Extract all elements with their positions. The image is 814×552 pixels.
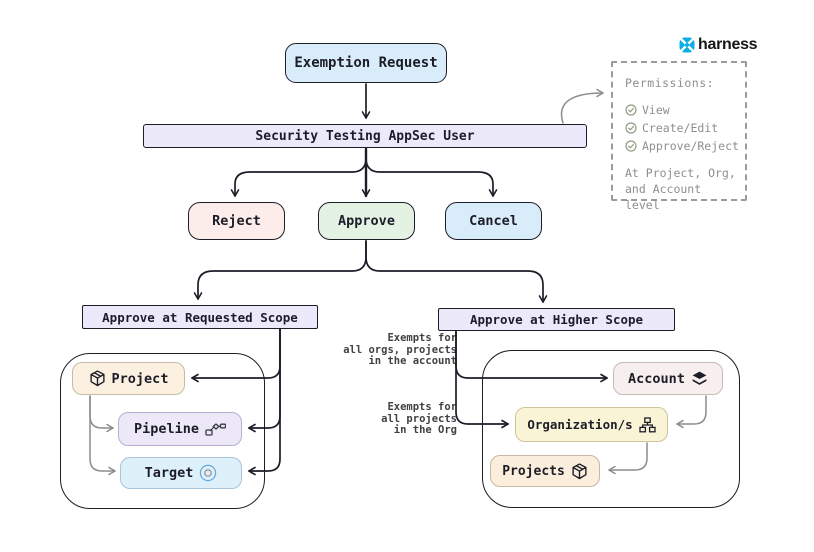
node-label: Exemption Request <box>294 55 438 71</box>
permission-item-view: View <box>625 101 741 119</box>
target-icon <box>199 464 217 482</box>
check-circle-icon <box>625 140 637 152</box>
node-target: Target <box>120 457 242 489</box>
node-label: Approve at Higher Scope <box>469 312 644 327</box>
permission-item-create-edit: Create/Edit <box>625 119 741 137</box>
node-exemption-request: Exemption Request <box>285 43 447 83</box>
node-label: Projects <box>502 463 565 479</box>
check-circle-icon <box>625 122 637 134</box>
harness-logo: harness <box>679 36 758 54</box>
node-reject: Reject <box>188 202 285 240</box>
harness-logo-icon <box>679 37 695 53</box>
cube-icon <box>571 462 588 480</box>
node-label: Organization/s <box>527 417 633 432</box>
node-label: Approve at Requested Scope <box>102 309 298 325</box>
org-hierarchy-icon <box>639 416 656 433</box>
node-appsec-user: Security Testing AppSec User <box>143 124 587 148</box>
node-approve: Approve <box>318 202 415 240</box>
node-project: Project <box>72 362 185 395</box>
node-label: Cancel <box>469 213 518 229</box>
permissions-panel: Permissions: View Create/Edit Approve/Re… <box>611 61 747 212</box>
permission-label: Create/Edit <box>642 121 719 135</box>
check-circle-icon <box>625 104 637 116</box>
pipeline-icon <box>205 422 227 437</box>
permission-label: View <box>642 103 670 117</box>
node-label: Reject <box>212 213 261 229</box>
permission-label: Approve/Reject <box>642 139 739 153</box>
annotation-org-exemption: Exempts for all projects in the Org <box>381 401 457 436</box>
node-label: Approve <box>338 213 395 229</box>
node-label: Project <box>111 370 169 387</box>
brand-name: harness <box>698 36 758 53</box>
node-label: Pipeline <box>133 421 200 437</box>
node-projects: Projects <box>490 455 600 487</box>
permission-item-approve-reject: Approve/Reject <box>625 137 741 155</box>
node-pipeline: Pipeline <box>118 412 242 446</box>
cube-icon <box>89 370 106 387</box>
permissions-scope-note: At Project, Org, and Account level <box>625 166 736 212</box>
node-label: Security Testing AppSec User <box>255 128 475 144</box>
permissions-title: Permissions: <box>625 76 715 90</box>
node-account: Account <box>613 362 723 395</box>
annotation-account-exemption: Exempts for all orgs, projects in the ac… <box>343 332 457 367</box>
node-approve-requested-scope: Approve at Requested Scope <box>82 305 318 329</box>
node-approve-higher-scope: Approve at Higher Scope <box>438 308 675 331</box>
layers-icon <box>691 370 708 387</box>
node-organization: Organization/s <box>515 407 668 442</box>
node-cancel: Cancel <box>445 202 542 240</box>
node-label: Account <box>628 370 685 387</box>
node-label: Target <box>144 465 194 481</box>
